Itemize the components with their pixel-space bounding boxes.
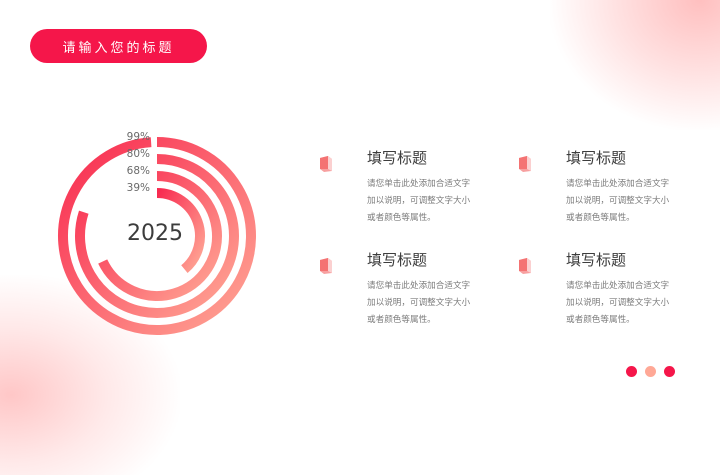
radial-bar-chart (58, 137, 256, 335)
pager-dot-2[interactable] (645, 366, 656, 377)
ring-arc-3 (98, 171, 222, 301)
book-icon (519, 258, 531, 274)
ring-label-2: 80% (126, 148, 150, 160)
page-title: 请输入您的标题 (62, 40, 175, 56)
book-icon (320, 258, 332, 274)
book-icon (519, 156, 531, 172)
ring-arc-1 (58, 137, 256, 335)
card-title: 填写标题 (367, 251, 428, 269)
card-title: 填写标题 (566, 251, 627, 269)
ring-label-1: 99% (126, 131, 150, 143)
card-description: 请您单击此处添加合适文字 加以说明，可调整文字大小 或者颜色等属性。 (566, 281, 670, 325)
title-pill[interactable]: 请输入您的标题 (30, 29, 207, 63)
pager-dot-1[interactable] (626, 366, 637, 377)
book-icon (320, 156, 332, 172)
card-title: 填写标题 (367, 149, 428, 167)
card-description: 请您单击此处添加合适文字 加以说明，可调整文字大小 或者颜色等属性。 (367, 281, 471, 325)
pager-dot-3[interactable] (664, 366, 675, 377)
card-description: 请您单击此处添加合适文字 加以说明，可调整文字大小 或者颜色等属性。 (566, 179, 670, 223)
ring-arc-2 (75, 154, 239, 318)
ring-label-3: 68% (126, 165, 150, 177)
center-year-label: 2025 (127, 221, 183, 246)
ring-arc-4 (156, 188, 205, 273)
card-description: 请您单击此处添加合适文字 加以说明，可调整文字大小 或者颜色等属性。 (367, 179, 471, 223)
ring-label-4: 39% (126, 182, 150, 194)
card-title: 填写标题 (566, 149, 627, 167)
